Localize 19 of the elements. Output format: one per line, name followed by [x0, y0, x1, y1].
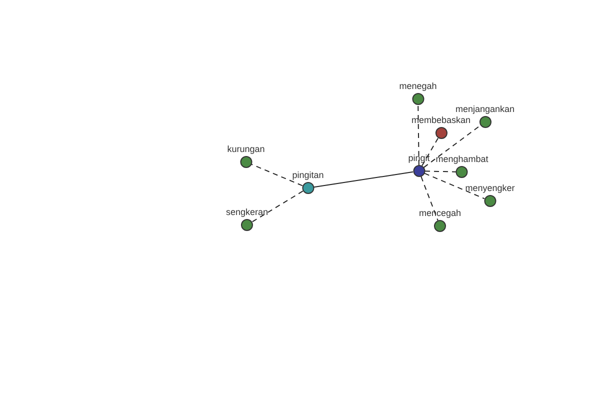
- connector-line: [252, 190, 304, 222]
- node-label: pingitan: [292, 170, 324, 180]
- node-label: menjangankan: [455, 104, 515, 114]
- connector-line: [418, 104, 420, 166]
- node-label: menegah: [399, 81, 437, 91]
- node-label: mencegah: [418, 208, 462, 218]
- connector-line: [313, 171, 414, 188]
- connector-line: [251, 164, 303, 186]
- connector-line: [420, 176, 438, 221]
- node-label: menyengker: [465, 183, 515, 193]
- connector-line: [424, 170, 456, 172]
- node-label: sengkeran: [226, 207, 268, 217]
- node-label: menghambat: [436, 154, 488, 164]
- node-label: membebaskan: [411, 115, 471, 125]
- connector-line: [424, 172, 485, 200]
- connector-line: [422, 138, 438, 166]
- node-label: kurungan: [227, 144, 265, 154]
- node-label: pingit: [408, 153, 430, 163]
- connector-line: [423, 125, 481, 168]
